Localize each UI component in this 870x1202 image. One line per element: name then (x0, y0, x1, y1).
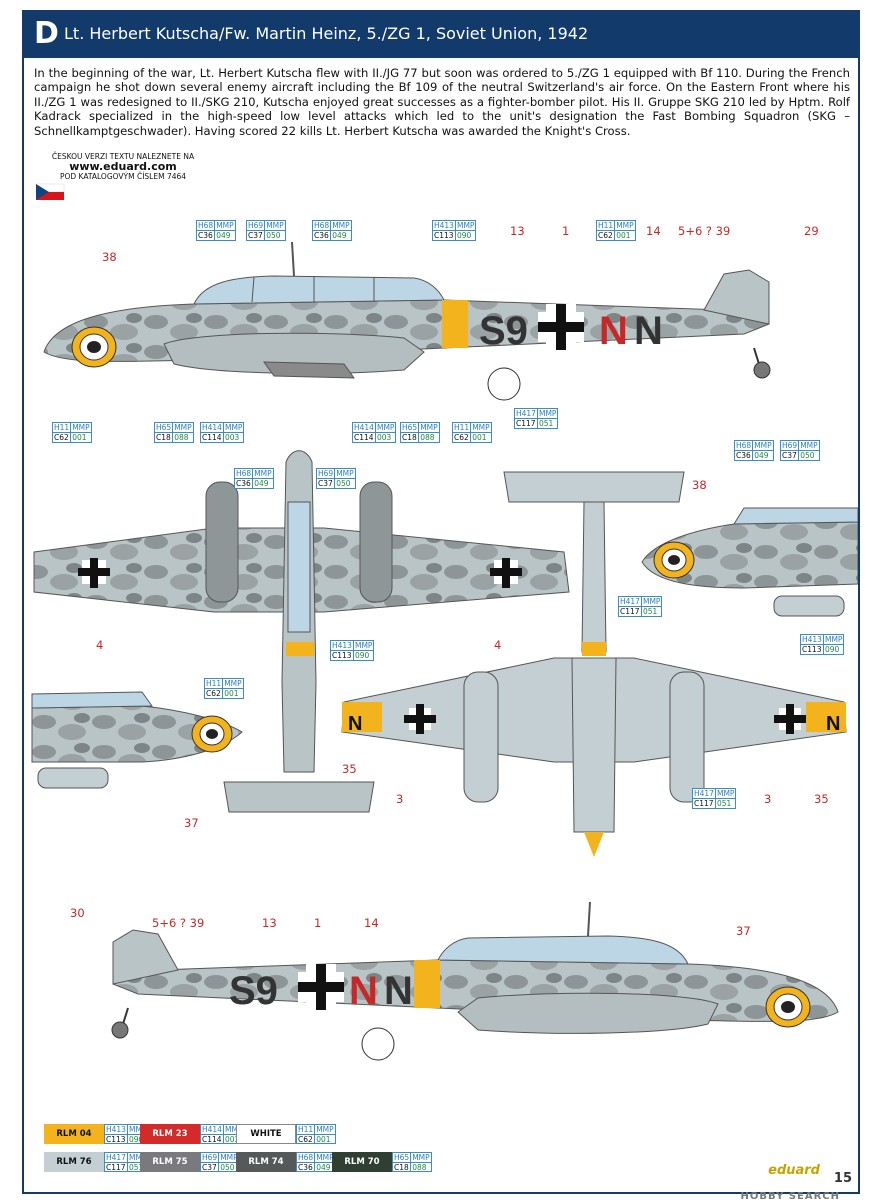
underwing-letter-left: N (348, 713, 362, 735)
code-n-red: N (599, 309, 628, 353)
side-view-right-profile: S9 N N (111, 901, 839, 1061)
eduard-logo: eduard (768, 1163, 820, 1178)
callout-38-detail: 38 (692, 478, 707, 492)
czech-flag-icon (35, 183, 65, 200)
code-n-red-right: N (349, 969, 378, 1013)
callout-3-right: 3 (764, 792, 772, 806)
czech-note: ČESKOU VERZI TEXTU NALEZNETE NA www.edua… (38, 152, 208, 182)
callout-14: 14 (646, 224, 661, 238)
callout-37-detail: 37 (184, 816, 199, 830)
callout-14-right: 14 (364, 916, 379, 930)
callout-1: 1 (562, 224, 570, 238)
callout-35-left: 35 (342, 762, 357, 776)
balkenkreuz-icon (298, 964, 344, 1010)
page-number: 15 (833, 1171, 852, 1186)
callout-37-right: 37 (736, 924, 751, 938)
callout-5-6-39-right: 5+6 ? 39 (152, 916, 205, 930)
code-s9: S9 (479, 309, 528, 353)
callout-5-6-39: 5+6 ? 39 (678, 224, 731, 238)
callout-4-left: 4 (96, 638, 104, 652)
code-n-dark: N (634, 309, 663, 353)
code-n-dark-right: N (384, 969, 413, 1013)
watermark: HOBBY SEARCH (740, 1191, 840, 1202)
wing-cross-left-icon (78, 558, 110, 588)
czech-note-url[interactable]: www.eduard.com (69, 160, 177, 173)
bottom-view-plan: N N (341, 471, 847, 857)
top-view-plan (33, 450, 570, 813)
nose-detail-left (31, 691, 243, 789)
profile-header: D Lt. Herbert Kutscha/Fw. Martin Heinz, … (24, 12, 858, 58)
balkenkreuz-icon (538, 304, 584, 350)
history-text: In the beginning of the war, Lt. Herbert… (34, 66, 850, 138)
callout-35-right: 35 (814, 792, 829, 806)
instruction-page: D Lt. Herbert Kutscha/Fw. Martin Heinz, … (22, 10, 860, 1194)
czech-note-line1: ČESKOU VERZI TEXTU NALEZNETE NA (51, 152, 195, 161)
callout-38: 38 (102, 250, 117, 264)
callout-13: 13 (510, 224, 525, 238)
callout-13-right: 13 (262, 916, 277, 930)
callout-29: 29 (804, 224, 819, 238)
profile-title: Lt. Herbert Kutscha/Fw. Martin Heinz, 5.… (64, 24, 589, 43)
wing-cross-right-icon (490, 558, 522, 588)
callout-3-left: 3 (396, 792, 404, 806)
callout-1-right: 1 (314, 916, 322, 930)
nose-detail-right (641, 507, 858, 617)
underwing-letter-right: N (826, 713, 840, 735)
side-view-left-profile: S9 N N (43, 241, 771, 401)
callout-4-right: 4 (494, 638, 502, 652)
code-s9-right: S9 (229, 969, 278, 1013)
callout-30: 30 (70, 906, 85, 920)
czech-note-line2: POD KATALOGOVÝM ČÍSLEM 7464 (59, 172, 187, 181)
underwing-cross-right-icon (774, 704, 806, 734)
underwing-cross-left-icon (404, 704, 436, 734)
profile-letter: D (34, 16, 59, 51)
